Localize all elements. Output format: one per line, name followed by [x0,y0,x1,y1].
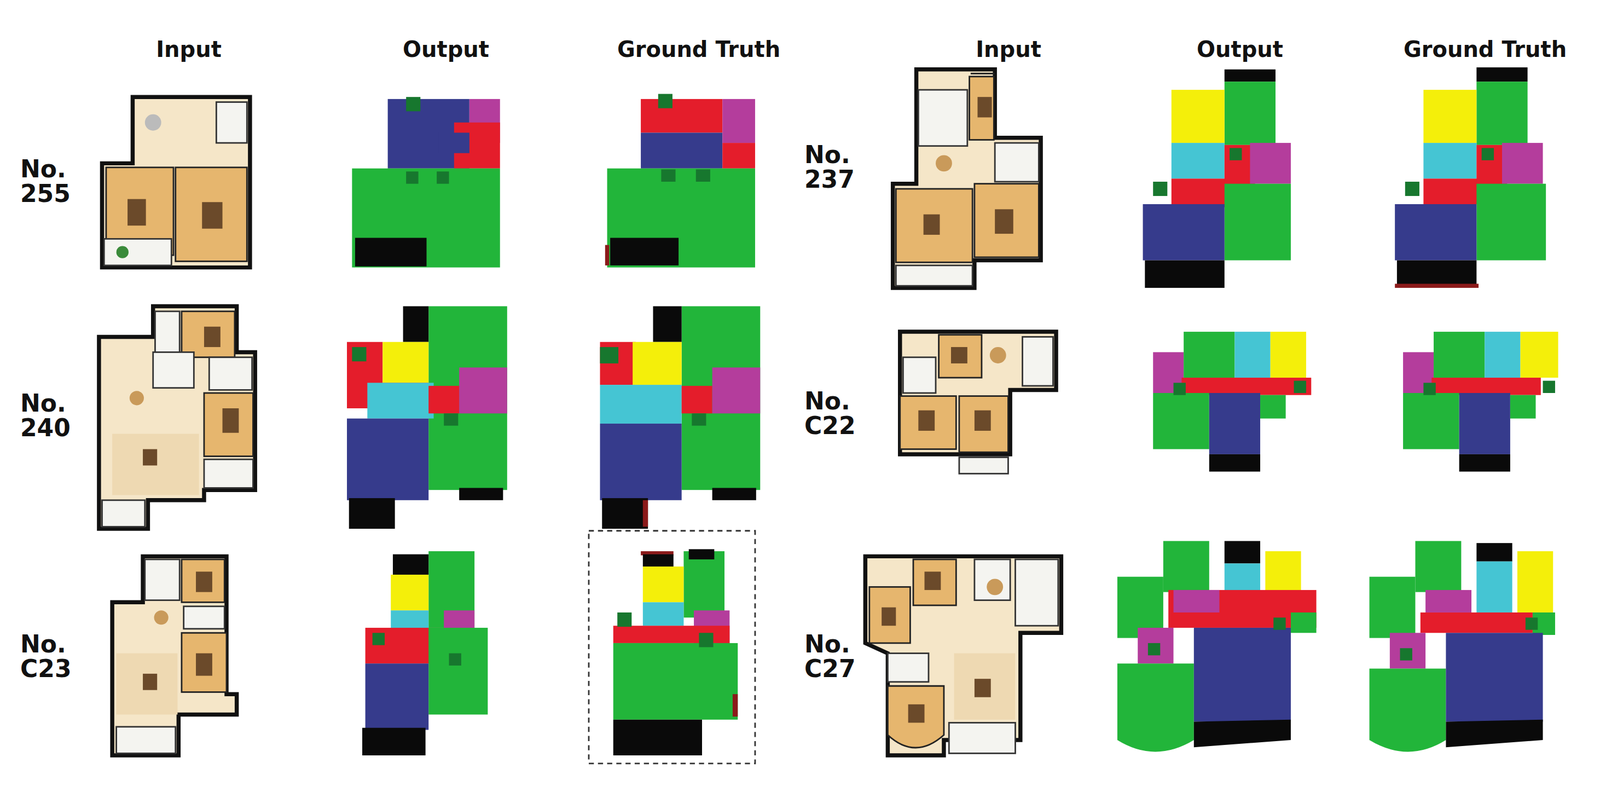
column-header: Input [975,36,1042,62]
segmentation-output [346,305,508,529]
column-header: Ground Truth [1403,36,1567,62]
floor-plan-input [101,96,250,268]
column-header: Ground Truth [617,36,781,62]
segmentation-output [351,96,500,268]
column-header: Output [402,36,490,62]
sample-id: No. 237 [804,142,860,193]
sample-id: No. C23 [20,632,76,682]
segmentation-output [1143,69,1291,288]
floor-plan-input [893,69,1041,288]
highlight-box [588,530,756,764]
segmentation-ground-truth [605,94,756,268]
sample-id: No. C22 [804,389,860,439]
sample-id: No. 255 [20,157,76,207]
segmentation-output [1152,331,1312,472]
segmentation-ground-truth [600,305,761,529]
sample-id: No. C27 [804,632,860,682]
segmentation-ground-truth [1369,540,1556,752]
floor-plan-input [112,555,237,756]
sample-id: No. 240 [20,391,76,441]
segmentation-ground-truth [1403,331,1558,472]
segmentation-output [362,551,488,756]
segmentation-ground-truth [613,548,739,756]
floor-plan-input [99,305,255,529]
segmentation-output [1117,540,1317,752]
floor-plan-input [865,555,1062,756]
floor-plan-input [900,331,1057,474]
column-header: Input [155,36,222,62]
column-header: Output [1196,36,1284,62]
segmentation-ground-truth [1394,67,1546,288]
